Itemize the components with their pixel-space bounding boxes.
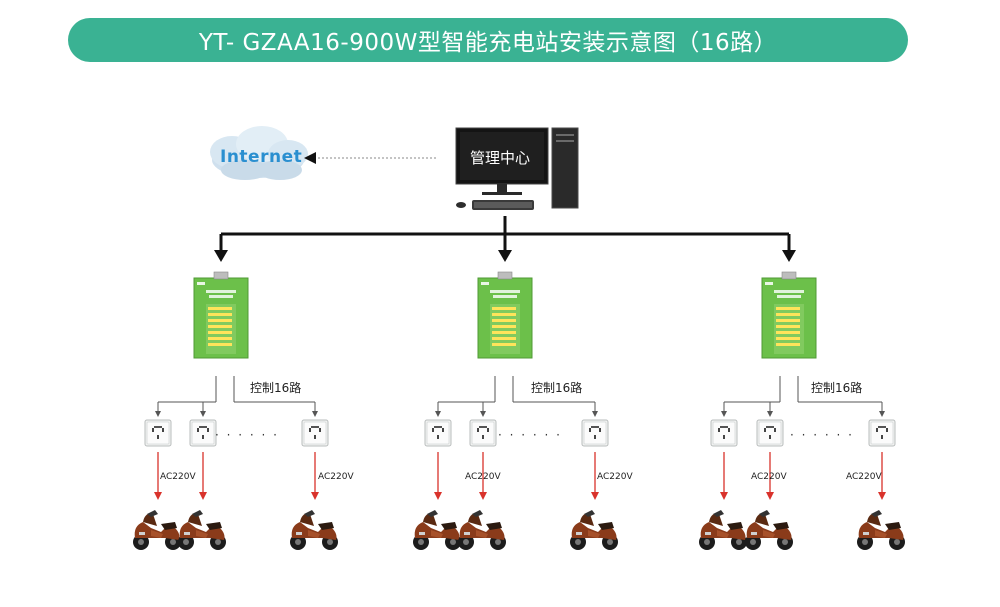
socket-icon <box>868 419 896 447</box>
computer-icon <box>455 127 579 210</box>
more-sockets-dots: · · · · · · <box>790 428 854 442</box>
scooter-icon <box>699 510 747 550</box>
socket-icon <box>756 419 784 447</box>
ac-voltage-label: AC220V <box>160 472 196 482</box>
socket-icon <box>469 419 497 447</box>
network-bus <box>214 216 796 262</box>
scooter-icon <box>290 510 338 550</box>
control-channels-label: 控制16路 <box>531 381 583 395</box>
socket-icon <box>710 419 738 447</box>
ac-voltage-label: AC220V <box>846 472 882 482</box>
internet-arrow-icon <box>304 152 316 164</box>
socket-icon <box>581 419 609 447</box>
cloud-icon <box>210 126 308 180</box>
control-channels-label: 控制16路 <box>250 381 302 395</box>
socket-icon <box>424 419 452 447</box>
management-center-label: 管理中心 <box>470 149 531 167</box>
scooter-icon <box>458 510 506 550</box>
socket-icon <box>144 419 172 447</box>
socket-icon <box>301 419 329 447</box>
control-channels-label: 控制16路 <box>811 381 863 395</box>
charging-cabinet-icon <box>193 271 249 359</box>
ac-voltage-label: AC220V <box>597 472 633 482</box>
scooter-icon <box>745 510 793 550</box>
title-banner: YT- GZAA16-900W型智能充电站安装示意图（16路） <box>68 18 908 62</box>
more-sockets-dots: · · · · · · <box>215 428 279 442</box>
internet-label: Internet <box>220 147 303 167</box>
scooter-icon <box>178 510 226 550</box>
scooter-icon <box>133 510 181 550</box>
socket-icon <box>189 419 217 447</box>
ac-voltage-label: AC220V <box>465 472 501 482</box>
charging-cabinet-icon <box>761 271 817 359</box>
scooter-icon <box>413 510 461 550</box>
ac-voltage-label: AC220V <box>318 472 354 482</box>
charging-cabinet-icon <box>477 271 533 359</box>
scooter-icon <box>570 510 618 550</box>
scooter-icon <box>857 510 905 550</box>
ac-voltage-label: AC220V <box>751 472 787 482</box>
diagram-title: YT- GZAA16-900W型智能充电站安装示意图（16路） <box>198 30 778 56</box>
more-sockets-dots: · · · · · · <box>498 428 562 442</box>
